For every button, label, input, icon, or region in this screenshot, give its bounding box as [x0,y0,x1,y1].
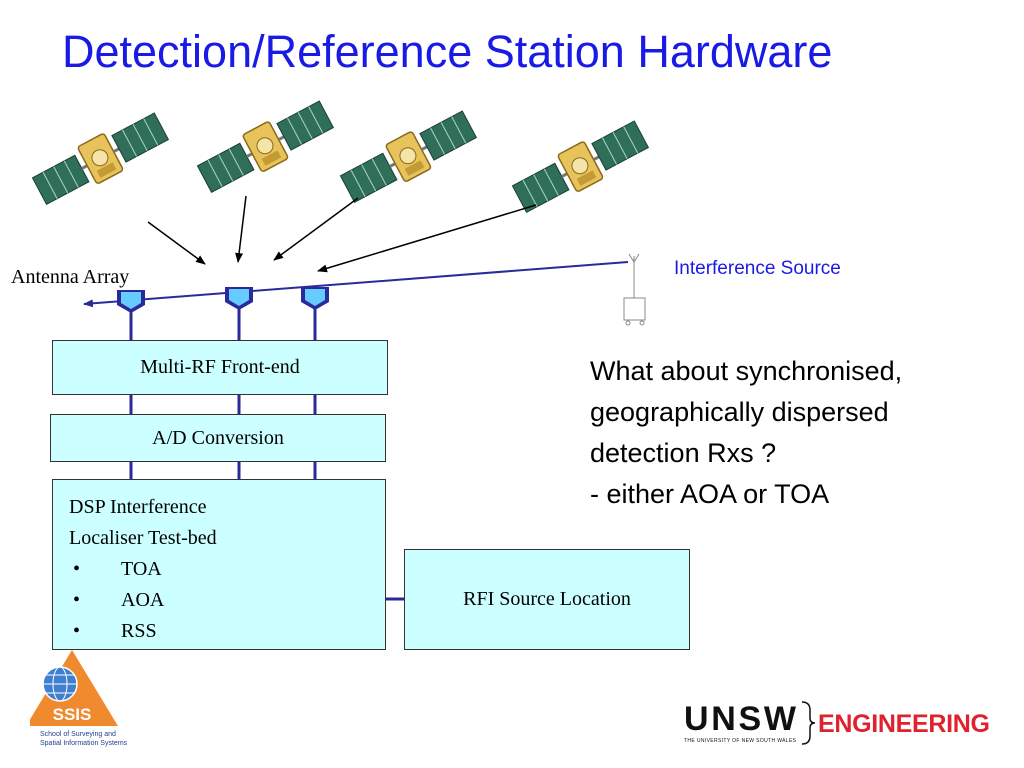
satellite-icon [336,104,481,210]
list-item: •TOA [73,558,162,580]
svg-text:Spatial Information Systems: Spatial Information Systems [40,740,128,747]
signal-arrow [273,197,359,261]
question-text: What about synchronised, geographically … [590,356,903,509]
svg-text:SSIS: SSIS [53,705,92,724]
svg-text:School of Surveying and: School of Surveying and [40,731,116,738]
list-item: •AOA [73,589,165,611]
interference-signal-line [83,261,629,308]
front-end-block: Multi-RF Front-end [52,340,388,395]
dsp-method-list: •TOA •AOA •RSS [69,554,385,647]
list-item: •RSS [73,620,157,642]
rfi-location-label: RFI Source Location [463,588,631,610]
rfi-location-block: RFI Source Location [404,549,690,650]
antenna-element-icon [225,287,253,310]
dsp-block: DSP Interference Localiser Test-bed •TOA… [52,479,386,650]
signal-arrow [235,195,247,263]
signal-arrow [147,221,206,265]
satellite-icon [193,94,338,200]
antenna-element-icon [117,290,145,313]
front-end-label: Multi-RF Front-end [140,356,300,378]
svg-text:THE UNIVERSITY OF NEW SOUTH WA: THE UNIVERSITY OF NEW SOUTH WALES [684,738,797,744]
satellite-icon [508,114,653,220]
unsw-logo: UNSW THE UNIVERSITY OF NEW SOUTH WALES E… [684,700,990,745]
svg-text:ENGINEERING: ENGINEERING [818,710,990,738]
slide-title: Detection/Reference Station Hardware [62,26,833,77]
ad-conversion-label: A/D Conversion [152,426,284,449]
antenna-array-label: Antenna Array [11,266,130,288]
dsp-title-line2: Localiser Test-bed [69,527,217,549]
interference-transmitter-icon [623,253,646,326]
signal-arrow [317,204,537,273]
interference-source-label: Interference Source [674,258,841,279]
satellite-icon [28,106,173,212]
svg-text:UNSW: UNSW [684,700,797,738]
dsp-title-line1: DSP Interference [69,496,207,518]
ad-conversion-block: A/D Conversion [50,414,386,462]
antenna-element-icon [301,287,329,310]
feed-wires [129,308,404,601]
ssis-logo: SSIS School of Surveying and Spatial Inf… [30,650,128,747]
